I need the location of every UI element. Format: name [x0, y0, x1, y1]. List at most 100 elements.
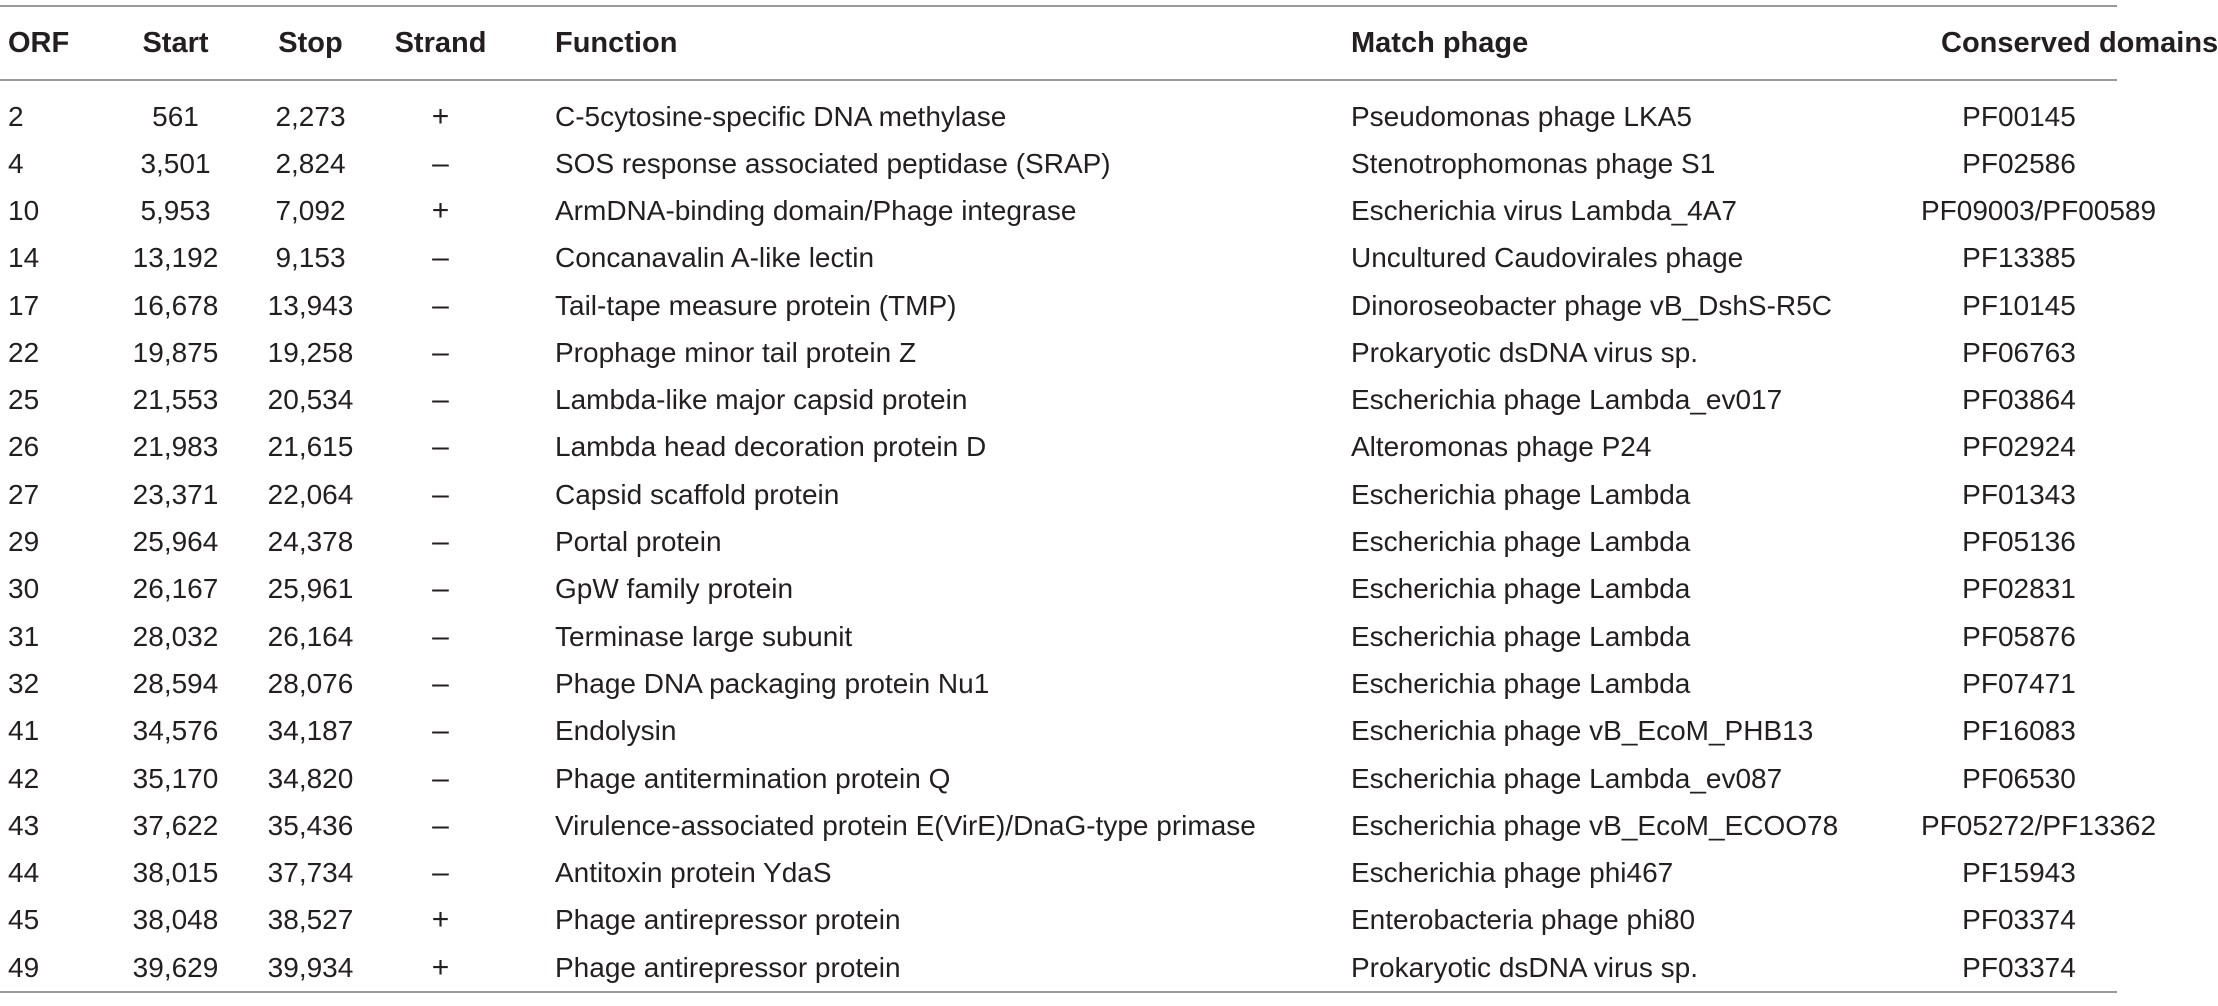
cell-conserved-domains: PF03864	[1962, 384, 2076, 416]
cell-orf: 43	[8, 809, 40, 841]
cell-match-phage: Escherichia phage Lambda	[1351, 478, 1691, 510]
cell-conserved-domains: PF03374	[1962, 904, 2076, 936]
cell-orf: 26	[8, 431, 40, 463]
cell-stop: 9,153	[275, 242, 346, 274]
cell-orf: 42	[8, 762, 40, 794]
cell-stop: 28,076	[267, 667, 354, 699]
cell-function: Prophage minor tail protein Z	[555, 336, 917, 368]
cell-conserved-domains: PF13385	[1962, 242, 2076, 274]
cell-function: Phage antirepressor protein	[555, 904, 901, 936]
cell-function: GpW family protein	[555, 573, 794, 605]
cell-start: 19,875	[132, 336, 219, 368]
cell-function: ArmDNA-binding domain/Phage integrase	[555, 194, 1077, 226]
cell-orf: 27	[8, 478, 40, 510]
header-conserved-domains: Conserved domains	[1941, 26, 2218, 59]
cell-stop: 35,436	[267, 809, 354, 841]
cell-strand: –	[432, 241, 449, 275]
cell-orf: 29	[8, 526, 40, 558]
cell-function: Antitoxin protein YdaS	[555, 857, 832, 889]
cell-strand: –	[432, 666, 449, 700]
cell-function: Capsid scaffold protein	[555, 478, 840, 510]
cell-conserved-domains: PF16083	[1962, 715, 2076, 747]
cell-match-phage: Dinoroseobacter phage vB_DshS-R5C	[1351, 289, 1832, 321]
cell-orf: 10	[8, 194, 40, 226]
cell-strand: +	[431, 903, 450, 937]
cell-match-phage: Escherichia virus Lambda_4A7	[1351, 194, 1737, 226]
cell-function: Portal protein	[555, 526, 722, 558]
header-row: ORF Start Stop Strand Function Match pha…	[0, 6, 2218, 80]
cell-orf: 25	[8, 384, 40, 416]
cell-function: C-5cytosine-specific DNA methylase	[555, 100, 1007, 132]
cell-match-phage: Alteromonas phage P24	[1351, 431, 1652, 463]
cell-conserved-domains: PF07471	[1962, 667, 2076, 699]
cell-function: Virulence-associated protein E(VirE)/Dna…	[555, 809, 1256, 841]
cell-orf: 49	[8, 951, 40, 983]
cell-strand: –	[432, 714, 449, 748]
cell-start: 16,678	[132, 289, 219, 321]
cell-match-phage: Escherichia phage Lambda	[1351, 526, 1691, 558]
cell-stop: 37,734	[267, 857, 354, 889]
cell-start: 38,048	[132, 904, 219, 936]
cell-match-phage: Prokaryotic dsDNA virus sp.	[1351, 951, 1698, 983]
cell-orf: 45	[8, 904, 40, 936]
cell-function: Tail-tape measure protein (TMP)	[555, 289, 957, 321]
cell-function: Lambda head decoration protein D	[555, 431, 987, 463]
cell-conserved-domains: PF05876	[1962, 620, 2076, 652]
cell-conserved-domains: PF10145	[1962, 289, 2076, 321]
cell-strand: –	[432, 146, 449, 180]
cell-conserved-domains: PF02924	[1962, 431, 2076, 463]
cell-strand: –	[432, 761, 449, 795]
cell-start: 35,170	[132, 762, 219, 794]
cell-strand: –	[432, 525, 449, 559]
cell-match-phage: Escherichia phage phi467	[1351, 857, 1674, 889]
cell-strand: –	[432, 430, 449, 464]
cell-strand: +	[431, 950, 450, 984]
cell-start: 37,622	[132, 809, 219, 841]
cell-match-phage: Stenotrophomonas phage S1	[1351, 147, 1716, 179]
cell-stop: 2,824	[275, 147, 346, 179]
cell-stop: 34,820	[267, 762, 354, 794]
cell-orf: 41	[8, 715, 40, 747]
cell-match-phage: Pseudomonas phage LKA5	[1351, 100, 1692, 132]
cell-function: Endolysin	[555, 715, 677, 747]
header-function: Function	[555, 26, 678, 59]
cell-match-phage: Prokaryotic dsDNA virus sp.	[1351, 336, 1698, 368]
cell-match-phage: Escherichia phage vB_EcoM_PHB13	[1351, 715, 1814, 747]
table-row: 42 35,170 34,820 – Phage antitermination pro…	[0, 755, 2117, 802]
cell-match-phage: Enterobacteria phage phi80	[1351, 904, 1696, 936]
cell-conserved-domains: PF01343	[1962, 478, 2076, 510]
cell-match-phage: Uncultured Caudovirales phage	[1351, 242, 1744, 274]
cell-start: 3,501	[140, 147, 211, 179]
cell-conserved-domains: PF03374	[1962, 951, 2076, 983]
cell-orf: 32	[8, 667, 40, 699]
cell-orf: 31	[8, 620, 40, 652]
cell-strand: +	[431, 193, 450, 227]
cell-conserved-domains: PF00145	[1962, 100, 2076, 132]
cell-stop: 13,943	[267, 289, 354, 321]
table-header: ORF Start Stop Strand Function Match pha…	[0, 6, 2218, 80]
cell-start: 13,192	[132, 242, 219, 274]
cell-match-phage: Escherichia phage Lambda	[1351, 573, 1691, 605]
cell-strand: –	[432, 856, 449, 890]
cell-stop: 39,934	[267, 951, 354, 983]
cell-conserved-domains: PF05136	[1962, 526, 2076, 558]
cell-function: Phage DNA packaging protein Nu1	[555, 667, 990, 699]
cell-strand: –	[432, 619, 449, 653]
cell-strand: –	[432, 288, 449, 322]
header-start: Start	[142, 26, 209, 59]
cell-function: Phage antitermination protein Q	[555, 762, 951, 794]
cell-function: Phage antirepressor protein	[555, 951, 901, 983]
